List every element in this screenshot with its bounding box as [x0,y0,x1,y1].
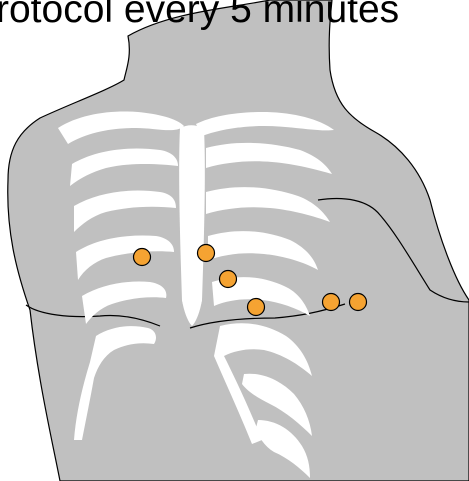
electrode-v6 [350,294,367,311]
electrode-v5 [323,294,340,311]
electrode-v2 [198,245,215,262]
electrode-v4 [248,299,265,316]
slide-caption: rotocol every 5 minutes [0,0,399,36]
electrode-v3 [220,271,237,288]
electrode-v1 [134,249,151,266]
